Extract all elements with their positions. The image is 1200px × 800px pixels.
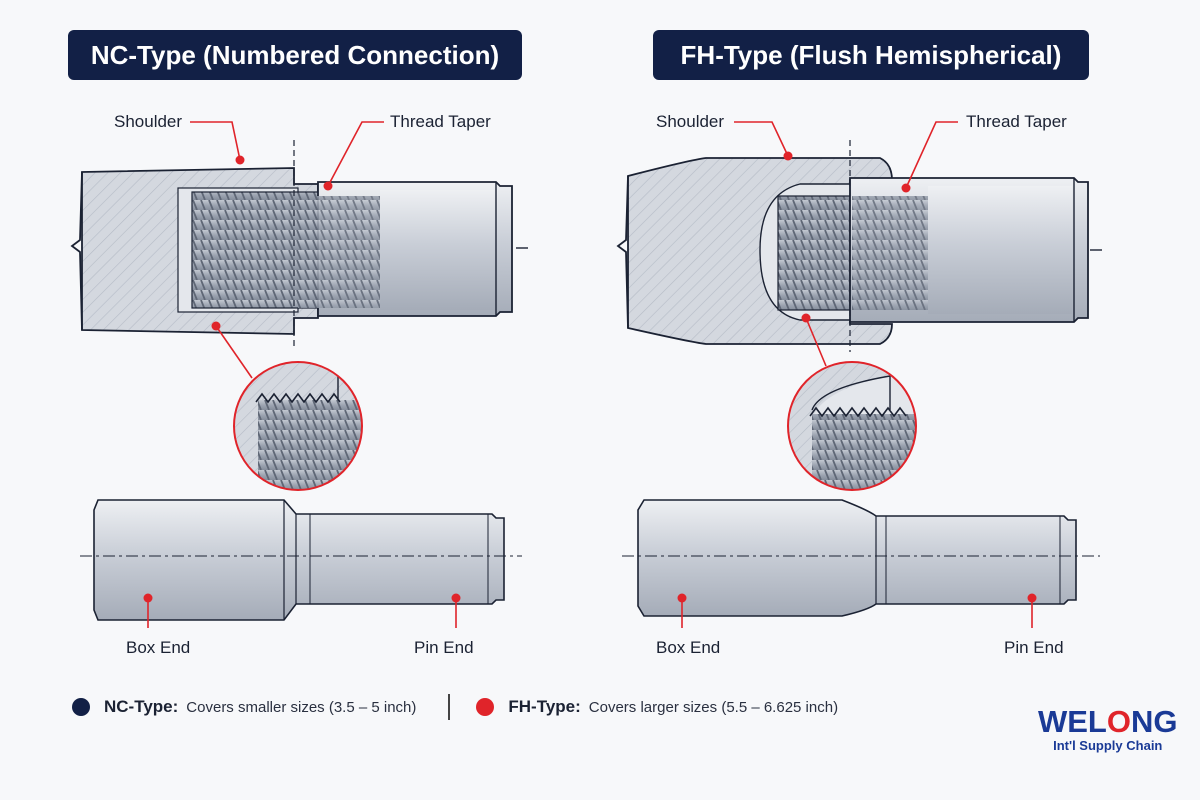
- nc-legend-key: NC-Type:: [104, 697, 179, 716]
- fh-thread-taper-leader: [901, 121, 958, 193]
- welong-logo: WELONG Int'l Supply Chain: [1038, 706, 1178, 754]
- fh-thread-detail: [787, 361, 917, 491]
- logo-tagline: Int'l Supply Chain: [1053, 738, 1163, 753]
- fh-shoulder-label: Shoulder: [656, 112, 725, 131]
- fh-legend-dot: [476, 698, 495, 716]
- nc-cross-section: [70, 140, 528, 350]
- fh-legend-text: Covers larger sizes (5.5 – 6.625 inch): [588, 698, 839, 716]
- nc-legend-dot: [72, 698, 90, 716]
- fh-shoulder-leader: [734, 121, 793, 161]
- legend: NC-Type: Covers smaller sizes (3.5 – 5 i…: [72, 694, 838, 720]
- nc-title: NC-Type (Numbered Connection): [68, 30, 522, 80]
- fh-cross-section: [616, 140, 1102, 352]
- nc-box-end-label: Box End: [126, 638, 191, 657]
- legend-separator: [448, 694, 451, 720]
- nc-legend-text: Covers smaller sizes (3.5 – 5 inch): [186, 698, 417, 716]
- fh-title: FH-Type (Flush Hemispherical): [653, 30, 1089, 80]
- nc-thread-detail: [233, 361, 363, 491]
- fh-detail-leader: [801, 313, 827, 367]
- nc-thread-taper-label: Thread Taper: [390, 112, 491, 131]
- nc-shoulder-leader: [190, 121, 245, 165]
- fh-legend-key: FH-Type:: [508, 697, 581, 716]
- nc-detail-leader: [211, 321, 253, 379]
- nc-shoulder-label: Shoulder: [114, 112, 183, 131]
- fh-elevation-view: [622, 499, 1100, 628]
- fh-pin-end-label: Pin End: [1004, 638, 1064, 657]
- fh-box-end-label: Box End: [656, 638, 721, 657]
- nc-pin-end-label: Pin End: [414, 638, 474, 657]
- logo-wordmark: WELONG: [1038, 704, 1178, 739]
- nc-elevation-view: [80, 499, 522, 628]
- nc-thread-taper-leader: [323, 121, 384, 191]
- fh-thread-taper-label: Thread Taper: [966, 112, 1067, 131]
